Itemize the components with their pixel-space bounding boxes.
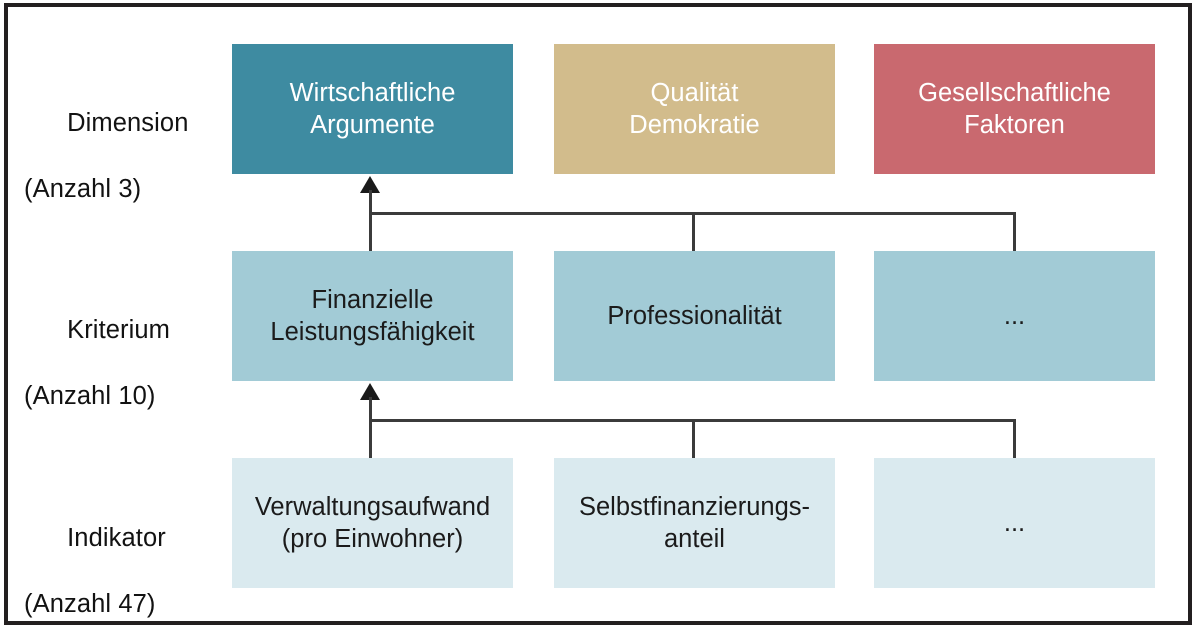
indikator-box-weitere[interactable]: ... bbox=[874, 458, 1155, 588]
dimension-box-wirtschaftliche-argumente[interactable]: Wirtschaftliche Argumente bbox=[232, 44, 513, 174]
row-label-indikator-name: Indikator bbox=[67, 524, 166, 552]
connector-vertical-kriterium-mid bbox=[692, 419, 695, 459]
connector-vertical-kriterium-stem bbox=[369, 397, 372, 459]
kriterium-box-professionalitaet[interactable]: Professionalität bbox=[554, 251, 835, 381]
kriterium-box-label: ... bbox=[1003, 302, 1026, 330]
connector-vertical-kriterium-right bbox=[1013, 419, 1016, 459]
row-label-dimension-name: Dimension bbox=[67, 109, 189, 137]
kriterium-box-weitere[interactable]: ... bbox=[874, 251, 1155, 381]
row-label-dimension: Dimension (Anzahl 3) bbox=[24, 74, 188, 272]
connector-vertical-dimension-mid bbox=[692, 212, 695, 252]
dimension-box-qualitaet-demokratie[interactable]: Qualität Demokratie bbox=[554, 44, 835, 174]
aggregation-arrow-kriterium bbox=[360, 383, 380, 400]
indikator-box-label: Verwaltungsaufwand (pro Einwohner) bbox=[254, 493, 491, 553]
dimension-box-label: Gesellschaftliche Faktoren bbox=[918, 79, 1111, 139]
dimension-box-label: Wirtschaftliche Argumente bbox=[289, 79, 456, 139]
dimension-box-gesellschaftliche-faktoren[interactable]: Gesellschaftliche Faktoren bbox=[874, 44, 1155, 174]
indikator-box-label: ... bbox=[1003, 509, 1026, 537]
kriterium-box-label: Professionalität bbox=[607, 302, 782, 330]
kriterium-box-label: Finanzielle Leistungsfähigkeit bbox=[270, 286, 475, 346]
dimension-box-label: Qualität Demokratie bbox=[629, 79, 760, 139]
connector-vertical-dimension-right bbox=[1013, 212, 1016, 252]
row-label-dimension-count: (Anzahl 3) bbox=[24, 175, 142, 203]
row-label-kriterium: Kriterium (Anzahl 10) bbox=[24, 281, 170, 479]
connector-vertical-dimension-stem bbox=[369, 190, 372, 252]
row-label-indikator-count: (Anzahl 47) bbox=[24, 590, 156, 618]
row-label-kriterium-count: (Anzahl 10) bbox=[24, 382, 156, 410]
row-label-kriterium-name: Kriterium bbox=[67, 316, 171, 344]
aggregation-arrow-dimension bbox=[360, 176, 380, 193]
indikator-box-label: Selbstfinanzierungs- anteil bbox=[578, 493, 811, 553]
indikator-box-selbstfinanzierungsanteil[interactable]: Selbstfinanzierungs- anteil bbox=[554, 458, 835, 588]
kriterium-box-finanzielle-leistungsfaehigkeit[interactable]: Finanzielle Leistungsfähigkeit bbox=[232, 251, 513, 381]
indikator-box-verwaltungsaufwand[interactable]: Verwaltungsaufwand (pro Einwohner) bbox=[232, 458, 513, 588]
row-label-indikator: Indikator (Anzahl 47) bbox=[24, 489, 166, 634]
